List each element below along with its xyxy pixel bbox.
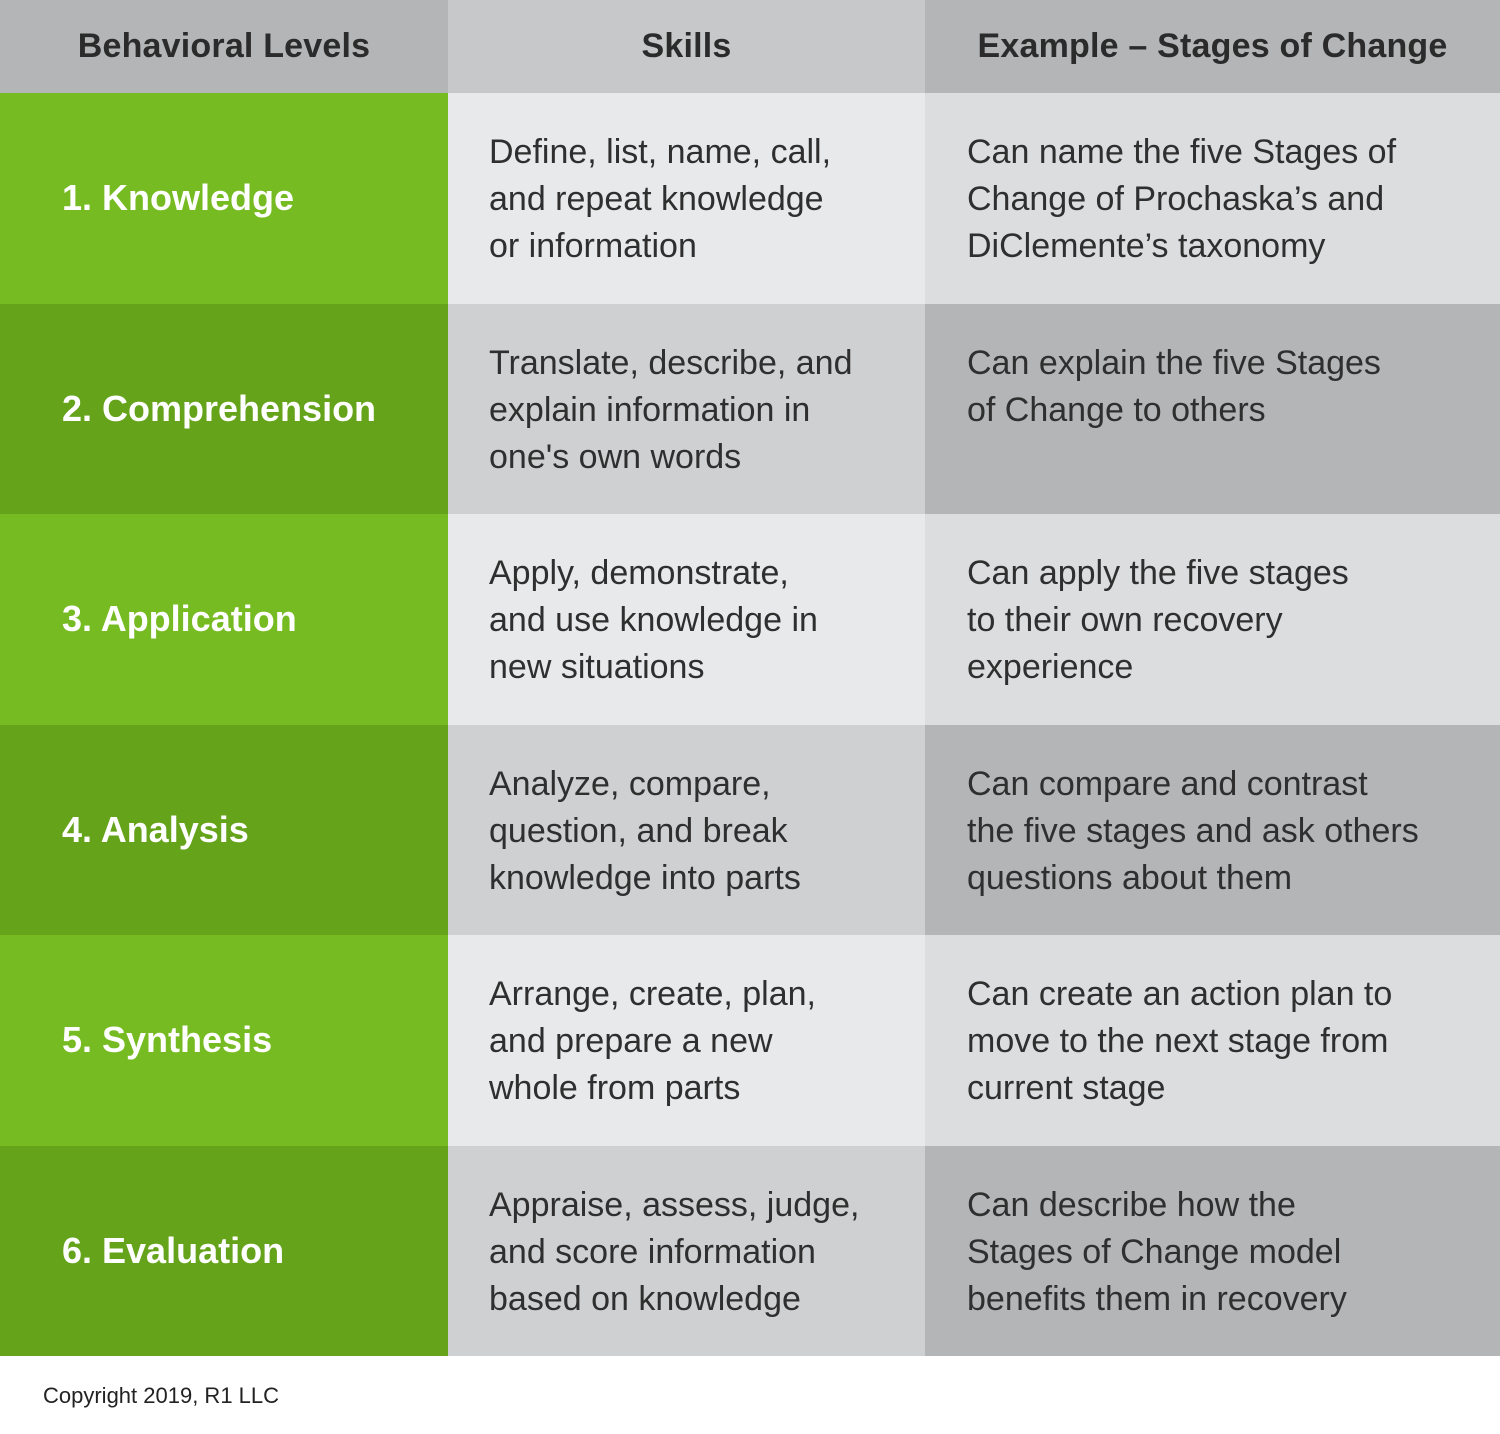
- skills-line: and score information: [489, 1232, 816, 1271]
- example-line: Change of Prochaska’s and: [967, 180, 1385, 218]
- example-line: current stage: [967, 1069, 1166, 1107]
- skills-line: Apply, demonstrate,: [489, 554, 789, 592]
- level-cell: 5. Synthesis: [0, 935, 448, 1146]
- example-cell: Can compare and contrast the five stages…: [925, 724, 1500, 935]
- skills-line: knowledge into parts: [489, 858, 801, 897]
- header-skills: Skills: [448, 0, 925, 93]
- level-cell: 3. Application: [0, 514, 448, 725]
- example-cell: Can name the five Stages of Change of Pr…: [925, 93, 1500, 304]
- example-line: Can apply the five stages: [967, 554, 1349, 592]
- example-line: move to the next stage from: [967, 1022, 1389, 1060]
- skills-cell: Translate, describe, and explain informa…: [448, 303, 925, 514]
- example-line: questions about them: [967, 858, 1293, 897]
- table-header-row: Behavioral Levels Skills Example – Stage…: [0, 0, 1500, 93]
- table-row: 3. Application Apply, demonstrate, and u…: [0, 514, 1500, 725]
- skills-line: Appraise, assess, judge,: [489, 1185, 860, 1224]
- header-behavioral-levels: Behavioral Levels: [0, 0, 448, 93]
- skills-line: question, and break: [489, 811, 788, 850]
- example-cell: Can explain the five Stages of Change to…: [925, 303, 1500, 514]
- table-row: 1. Knowledge Define, list, name, call, a…: [0, 93, 1500, 304]
- level-cell: 6. Evaluation: [0, 1145, 448, 1356]
- example-line: Can name the five Stages of: [967, 133, 1397, 171]
- level-cell: 1. Knowledge: [0, 93, 448, 304]
- skills-line: Translate, describe, and: [489, 343, 853, 382]
- behavioral-levels-table: Behavioral Levels Skills Example – Stage…: [0, 0, 1500, 1356]
- skills-line: or information: [489, 227, 697, 265]
- level-cell: 2. Comprehension: [0, 303, 448, 514]
- skills-line: one's own words: [489, 437, 742, 476]
- example-line: DiClemente’s taxonomy: [967, 227, 1326, 265]
- table-row: 4. Analysis Analyze, compare, question, …: [0, 724, 1500, 935]
- example-line: Can explain the five Stages: [967, 343, 1381, 382]
- skills-line: based on knowledge: [489, 1279, 801, 1318]
- example-cell: Can apply the five stages to their own r…: [925, 514, 1500, 725]
- skills-line: explain information in: [489, 390, 811, 429]
- skills-cell: Define, list, name, call, and repeat kno…: [448, 93, 925, 304]
- copyright-notice: Copyright 2019, R1 LLC: [43, 1383, 280, 1408]
- example-line: Can compare and contrast: [967, 764, 1368, 803]
- skills-line: whole from parts: [489, 1069, 741, 1107]
- level-cell: 4. Analysis: [0, 724, 448, 935]
- example-line: Can describe how the: [967, 1185, 1296, 1224]
- example-line: to their own recovery: [967, 601, 1283, 639]
- table-row: 5. Synthesis Arrange, create, plan, and …: [0, 935, 1500, 1146]
- skills-line: Analyze, compare,: [489, 764, 771, 803]
- example-line: the five stages and ask others: [967, 811, 1419, 850]
- skills-cell: Arrange, create, plan, and prepare a new…: [448, 935, 925, 1146]
- table-row: 6. Evaluation Appraise, assess, judge, a…: [0, 1145, 1500, 1356]
- example-cell: Can describe how the Stages of Change mo…: [925, 1145, 1500, 1356]
- example-cell: Can create an action plan to move to the…: [925, 935, 1500, 1146]
- skills-line: Arrange, create, plan,: [489, 975, 816, 1013]
- example-line: of Change to others: [967, 390, 1266, 429]
- example-line: Stages of Change model: [967, 1232, 1342, 1271]
- table-row: 2. Comprehension Translate, describe, an…: [0, 303, 1500, 514]
- example-line: experience: [967, 648, 1134, 686]
- example-line: Can create an action plan to: [967, 975, 1393, 1013]
- skills-line: and prepare a new: [489, 1022, 773, 1060]
- skills-line: and repeat knowledge: [489, 180, 824, 218]
- skills-line: and use knowledge in: [489, 601, 818, 639]
- skills-line: Define, list, name, call,: [489, 133, 832, 171]
- skills-cell: Analyze, compare, question, and break kn…: [448, 724, 925, 935]
- header-example: Example – Stages of Change: [925, 0, 1500, 93]
- skills-cell: Apply, demonstrate, and use knowledge in…: [448, 514, 925, 725]
- skills-cell: Appraise, assess, judge, and score infor…: [448, 1145, 925, 1356]
- example-line: benefits them in recovery: [967, 1279, 1347, 1318]
- skills-line: new situations: [489, 648, 705, 686]
